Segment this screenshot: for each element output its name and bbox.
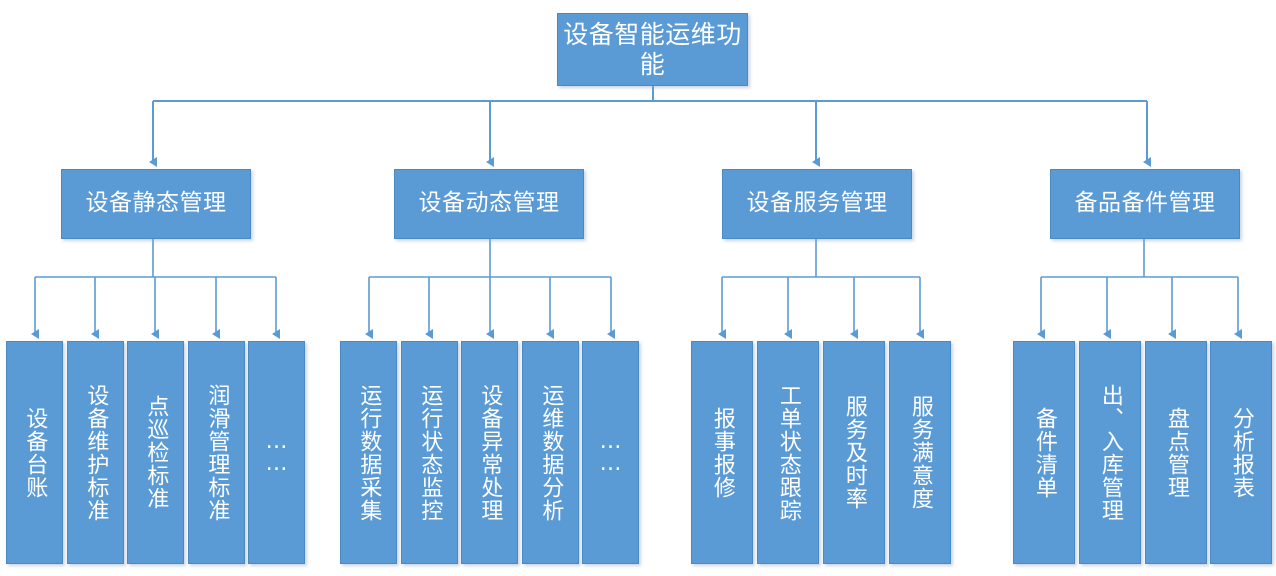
root-node-label: 设备智能运维功能 xyxy=(563,20,742,79)
leaf-node-2-5[interactable]: … … xyxy=(582,341,639,564)
branch-node-4-label: 备品备件管理 xyxy=(1074,190,1216,217)
leaf-node-1-4-label: 润滑管理标准 xyxy=(204,383,230,522)
leaf-node-4-1[interactable]: 备件清单 xyxy=(1013,341,1075,564)
leaf-node-1-4[interactable]: 润滑管理标准 xyxy=(188,341,245,564)
leaf-node-2-3[interactable]: 设备异常处理 xyxy=(461,341,518,564)
leaf-node-1-3-label: 点巡检标准 xyxy=(143,395,169,510)
leaf-node-4-3[interactable]: 盘点管理 xyxy=(1145,341,1207,564)
leaf-node-1-2-label: 设备维护标准 xyxy=(83,383,109,522)
leaf-node-2-3-label: 设备异常处理 xyxy=(477,383,503,522)
leaf-node-4-4-label: 分析报表 xyxy=(1228,406,1254,499)
branch-node-1-label: 设备静态管理 xyxy=(85,190,227,217)
leaf-node-2-5-label: … … xyxy=(599,428,622,476)
leaf-node-2-2-label: 运行状态监控 xyxy=(417,383,443,522)
branch-node-4[interactable]: 备品备件管理 xyxy=(1050,169,1240,239)
leaf-node-3-2-label: 工单状态跟踪 xyxy=(775,383,801,522)
leaf-node-2-2[interactable]: 运行状态监控 xyxy=(401,341,458,564)
leaf-node-1-2[interactable]: 设备维护标准 xyxy=(67,341,124,564)
leaf-node-4-1-label: 备件清单 xyxy=(1031,406,1057,499)
branch-node-2-label: 设备动态管理 xyxy=(418,190,560,217)
leaf-node-3-3[interactable]: 服务及时率 xyxy=(823,341,885,564)
branch-node-3[interactable]: 设备服务管理 xyxy=(722,169,912,239)
leaf-node-3-1-label: 报事报修 xyxy=(709,406,735,499)
leaf-node-2-1[interactable]: 运行数据采集 xyxy=(340,341,397,564)
leaf-node-1-1[interactable]: 设备台账 xyxy=(6,341,63,564)
leaf-node-1-3[interactable]: 点巡检标准 xyxy=(127,341,184,564)
leaf-node-3-3-label: 服务及时率 xyxy=(841,395,867,510)
leaf-node-3-4-label: 服务满意度 xyxy=(907,395,933,510)
leaf-node-4-3-label: 盘点管理 xyxy=(1163,406,1189,499)
leaf-node-3-4[interactable]: 服务满意度 xyxy=(889,341,951,564)
leaf-node-2-1-label: 运行数据采集 xyxy=(356,383,382,522)
leaf-node-1-5[interactable]: … … xyxy=(248,341,305,564)
leaf-node-1-1-label: 设备台账 xyxy=(22,406,48,499)
leaf-node-2-4[interactable]: 运维数据分析 xyxy=(522,341,579,564)
leaf-node-1-5-label: … … xyxy=(265,428,288,476)
leaf-node-3-1[interactable]: 报事报修 xyxy=(691,341,753,564)
branch-node-2[interactable]: 设备动态管理 xyxy=(394,169,584,239)
leaf-node-3-2[interactable]: 工单状态跟踪 xyxy=(757,341,819,564)
branch-node-3-label: 设备服务管理 xyxy=(746,190,888,217)
leaf-node-4-2-label: 出、入库管理 xyxy=(1097,383,1123,522)
branch-node-1[interactable]: 设备静态管理 xyxy=(61,169,251,239)
leaf-node-4-2[interactable]: 出、入库管理 xyxy=(1079,341,1141,564)
leaf-node-4-4[interactable]: 分析报表 xyxy=(1210,341,1272,564)
root-node[interactable]: 设备智能运维功能 xyxy=(557,13,748,86)
leaf-node-2-4-label: 运维数据分析 xyxy=(538,383,564,522)
